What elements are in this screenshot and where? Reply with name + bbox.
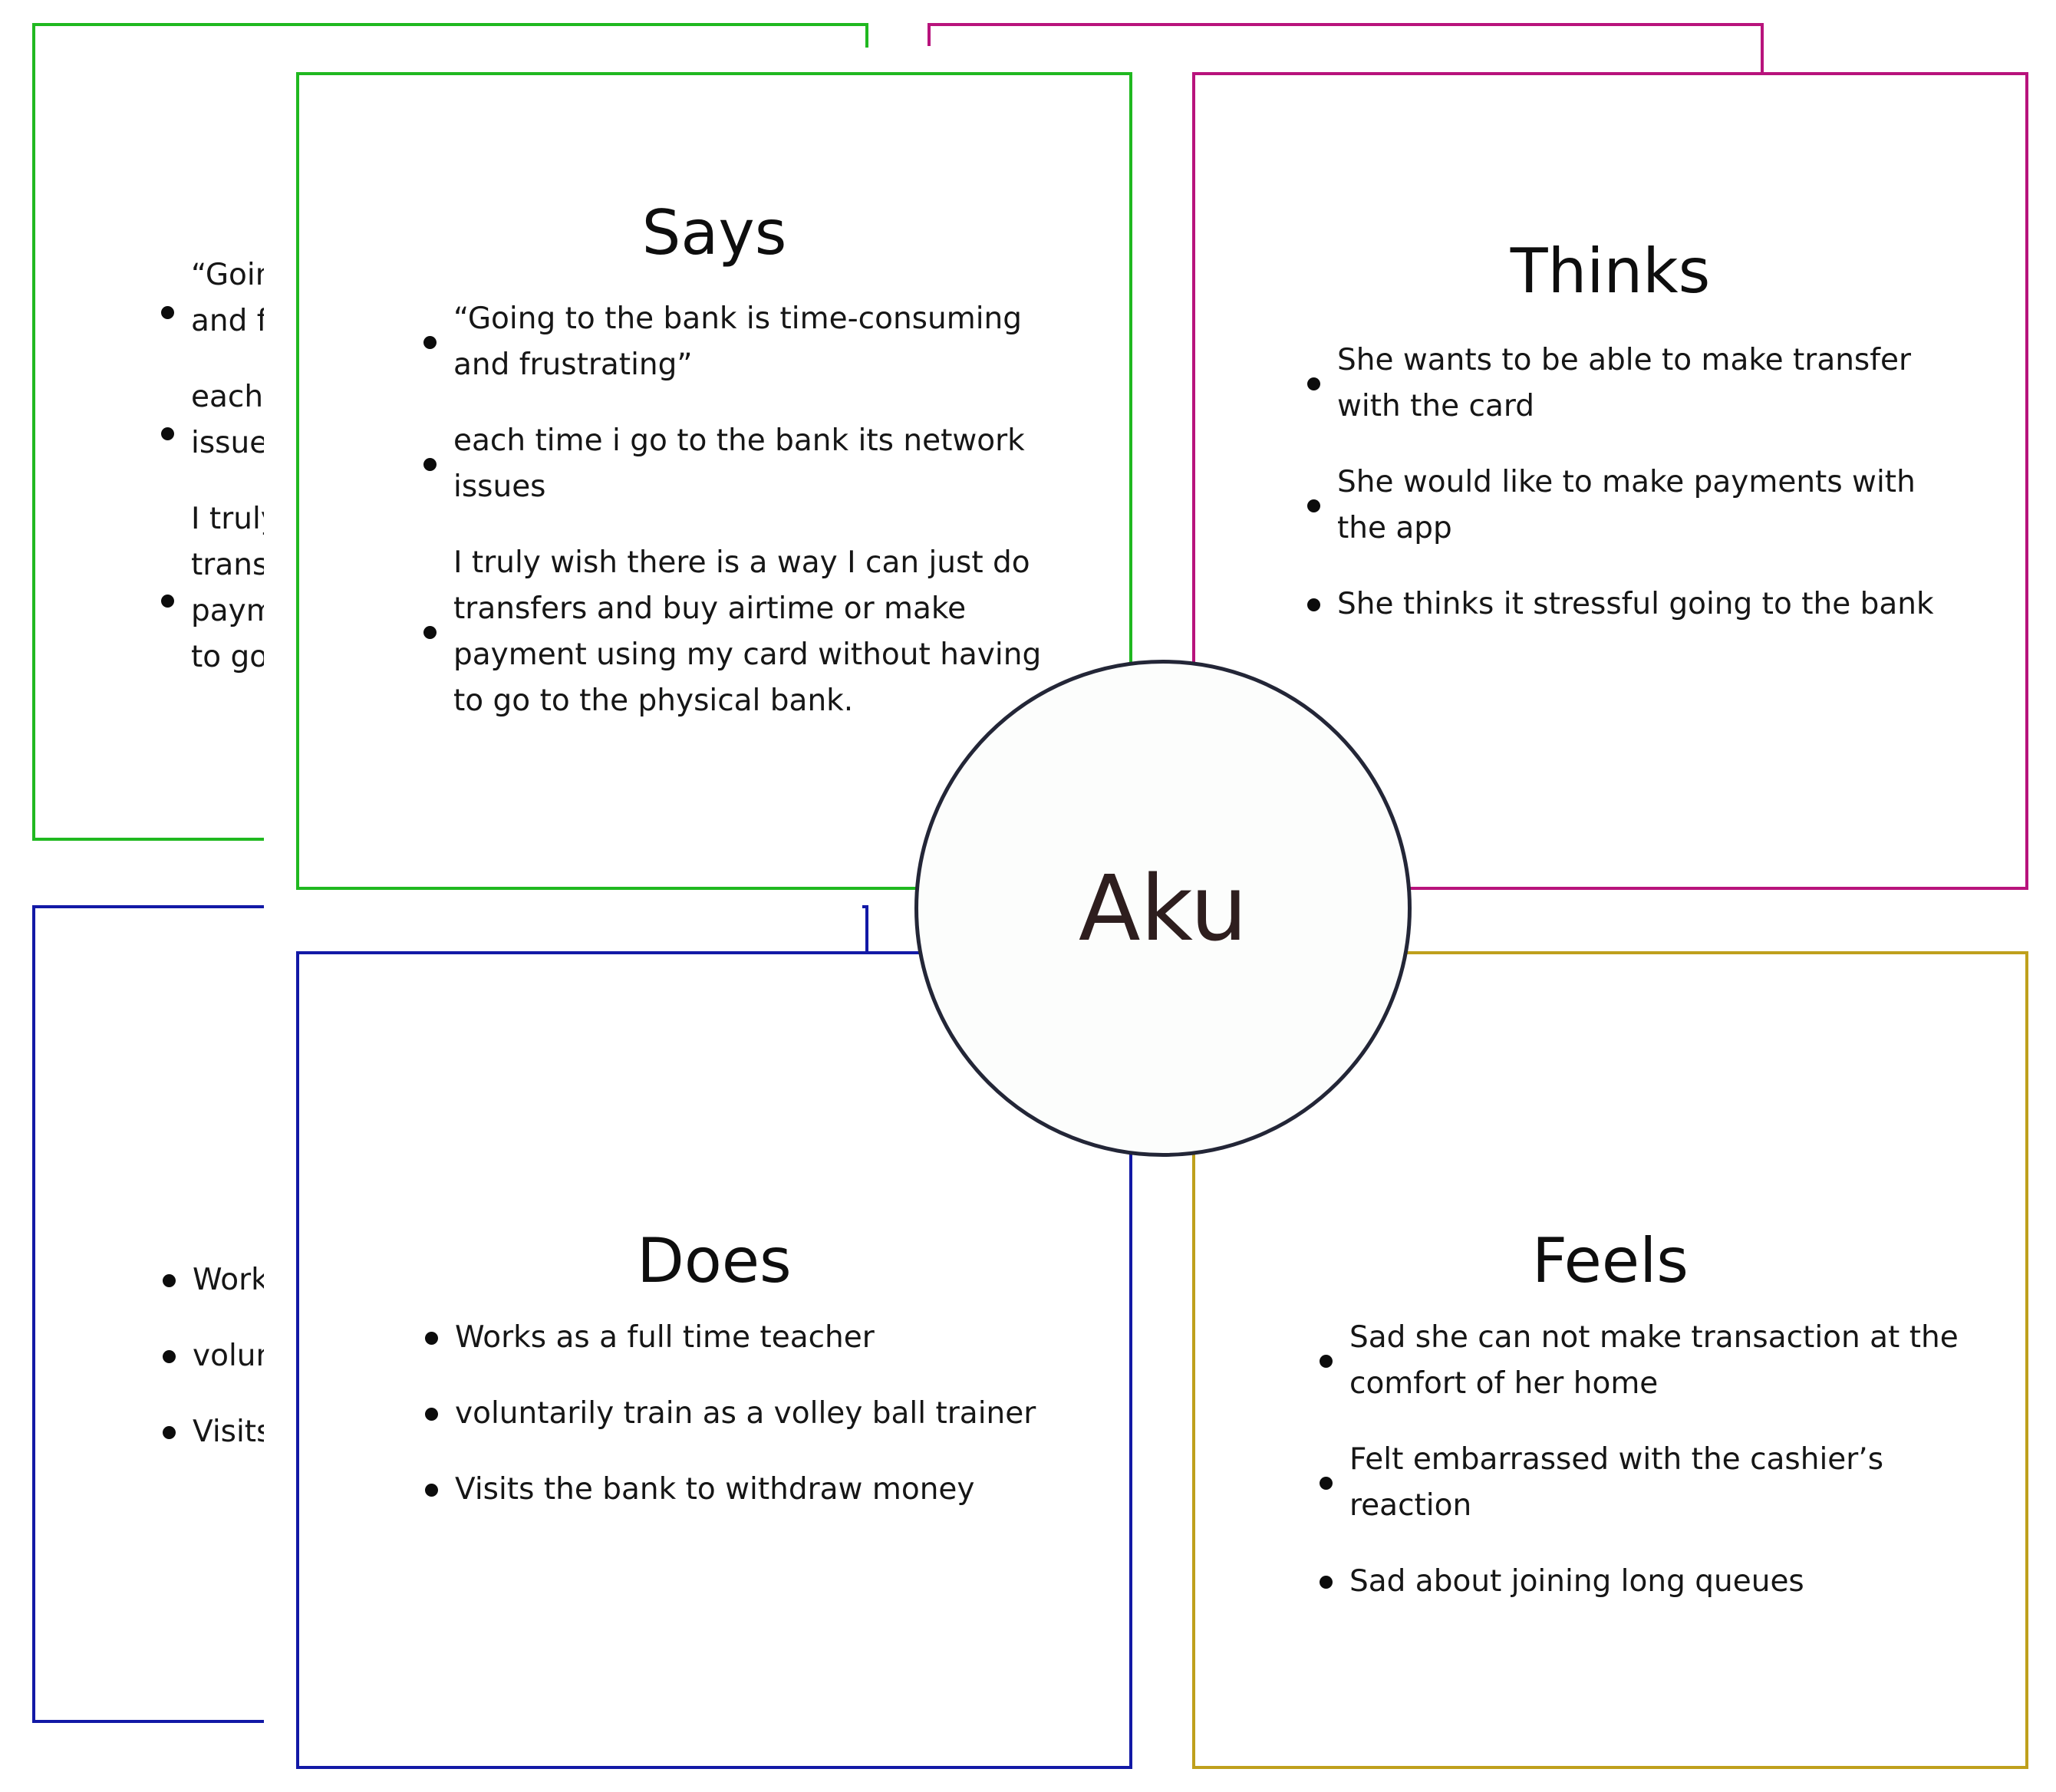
does-item: voluntarily train as a volley ball train… bbox=[425, 1391, 1069, 1437]
does-box: Does Works as a full time teacher volunt… bbox=[296, 951, 1132, 1769]
does-item: Visits the bank to withdraw money bbox=[425, 1467, 1069, 1513]
does-item-text: Works as a full time teacher bbox=[455, 1320, 875, 1355]
thinks-item: She wants to be able to make transfer wi… bbox=[1307, 338, 1951, 430]
says-box: Says “Going to the bank is time-consumin… bbox=[296, 72, 1132, 890]
thinks-list: She wants to be able to make transfer wi… bbox=[1307, 338, 1951, 657]
thinks-item-text: She would like to make payments with the… bbox=[1337, 465, 1916, 545]
persona-circle: Aku bbox=[914, 660, 1412, 1157]
does-title: Does bbox=[637, 1225, 792, 1296]
persona-name: Aku bbox=[1078, 855, 1248, 961]
feels-item: Felt embarrassed with the cashier’s reac… bbox=[1320, 1437, 1963, 1529]
feels-item: Sad about joining long queues bbox=[1320, 1559, 1963, 1605]
does-item-text: voluntarily train as a volley ball train… bbox=[455, 1396, 1036, 1431]
feels-item-text: Sad she can not make transaction at the … bbox=[1349, 1320, 1959, 1401]
says-item: I truly wish there is a way I can just d… bbox=[423, 540, 1052, 724]
does-item-text: Visits the bank to withdraw money bbox=[455, 1472, 975, 1507]
thinks-item: She thinks it stressful going to the ban… bbox=[1307, 581, 1951, 628]
thinks-item-text: She wants to be able to make transfer wi… bbox=[1337, 343, 1912, 423]
does-list: Works as a full time teacher voluntarily… bbox=[425, 1315, 1069, 1543]
says-item: “Going to the bank is time-consuming and… bbox=[423, 296, 1052, 388]
feels-item-text: Sad about joining long queues bbox=[1349, 1564, 1804, 1599]
says-list: “Going to the bank is time-consuming and… bbox=[423, 296, 1052, 754]
thinks-title: Thinks bbox=[1510, 236, 1711, 307]
says-title: Says bbox=[641, 197, 787, 268]
feels-title: Feels bbox=[1532, 1225, 1689, 1296]
says-item-text: “Going to the bank is time-consuming and… bbox=[453, 301, 1022, 382]
feels-item-text: Felt embarrassed with the cashier’s reac… bbox=[1349, 1442, 1884, 1523]
thinks-item: She would like to make payments with the… bbox=[1307, 460, 1951, 552]
does-item: Works as a full time teacher bbox=[425, 1315, 1069, 1361]
says-item: each time i go to the bank its network i… bbox=[423, 418, 1052, 510]
says-item-text: I truly wish there is a way I can just d… bbox=[453, 545, 1042, 718]
says-item-text: each time i go to the bank its network i… bbox=[453, 423, 1025, 504]
thinks-item-text: She thinks it stressful going to the ban… bbox=[1337, 587, 1934, 621]
feels-item: Sad she can not make transaction at the … bbox=[1320, 1315, 1963, 1407]
feels-list: Sad she can not make transaction at the … bbox=[1320, 1315, 1963, 1635]
